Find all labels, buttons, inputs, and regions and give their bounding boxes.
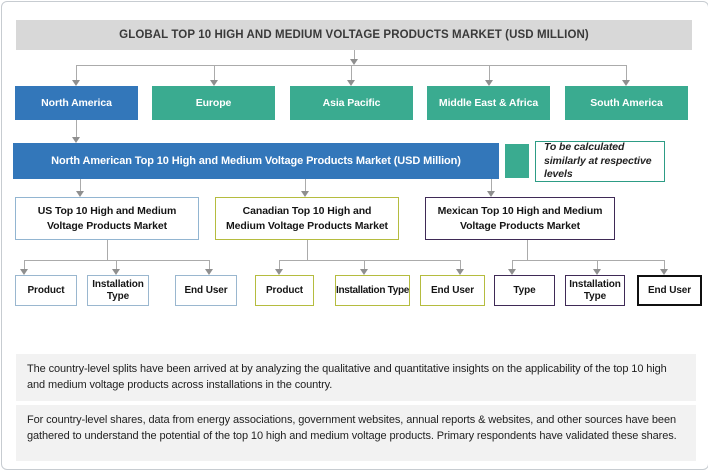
leaf-mexico-end-user: End User (637, 275, 702, 306)
arrow-down-icon (660, 269, 668, 275)
arrow-down-icon (485, 80, 493, 86)
connector-line (512, 260, 513, 269)
methodology-note-2: For country-level shares, data from ener… (16, 405, 696, 461)
connector-line (354, 50, 355, 62)
arrow-down-icon (112, 269, 120, 275)
leaf-canada-end-user: End User (420, 275, 485, 306)
connector-line (80, 179, 81, 191)
arrow-down-icon (487, 191, 495, 197)
legend-swatch (505, 144, 529, 178)
leaf-us-product: Product (15, 275, 77, 306)
connector-line (279, 260, 460, 261)
connector-line (214, 65, 215, 80)
north-america-market-bar: North American Top 10 High and Medium Vo… (13, 143, 499, 179)
connector-line (116, 260, 117, 269)
connector-line (527, 240, 528, 260)
region-middle-east-africa: Middle East & Africa (427, 86, 550, 120)
connector-line (664, 260, 665, 269)
arrow-down-icon (508, 269, 516, 275)
leaf-us-end-user: End User (175, 275, 237, 306)
arrow-down-icon (360, 269, 368, 275)
connector-line (512, 260, 664, 261)
leaf-canada-installation-type: Installation Type (335, 275, 410, 306)
connector-line (76, 120, 77, 137)
connector-line (351, 65, 352, 80)
arrow-down-icon (301, 191, 309, 197)
connector-line (364, 260, 365, 269)
connector-line (491, 179, 492, 191)
connector-line (279, 260, 280, 269)
arrow-down-icon (205, 269, 213, 275)
region-north-america: North America (15, 86, 138, 120)
arrow-down-icon (275, 269, 283, 275)
methodology-note-1: The country-level splits have been arriv… (16, 354, 696, 401)
arrow-down-icon (76, 191, 84, 197)
leaf-us-installation-type: Installation Type (87, 275, 149, 306)
arrow-down-icon (347, 80, 355, 86)
connector-line (597, 260, 598, 269)
connector-line (307, 240, 308, 260)
arrow-down-icon (593, 269, 601, 275)
arrow-down-icon (72, 137, 80, 143)
connector-line (460, 260, 461, 269)
legend-note: To be calculated similarly at respective… (535, 141, 665, 182)
connector-line (76, 65, 77, 80)
leaf-mexico-type: Type (494, 275, 555, 306)
connector-line (305, 179, 306, 191)
country-mexico-market: Mexican Top 10 High and Medium Voltage P… (425, 197, 615, 240)
page-title: GLOBAL TOP 10 HIGH AND MEDIUM VOLTAGE PR… (16, 20, 692, 50)
arrow-down-icon (210, 80, 218, 86)
leaf-mexico-installation-type: Installation Type (565, 275, 625, 306)
arrow-down-icon (20, 269, 28, 275)
country-canada-market: Canadian Top 10 High and Medium Voltage … (215, 197, 399, 240)
connector-line (209, 260, 210, 269)
connector-line (489, 65, 490, 80)
connector-line (24, 260, 25, 269)
arrow-down-icon (72, 80, 80, 86)
arrow-down-icon (622, 80, 630, 86)
region-europe: Europe (152, 86, 275, 120)
arrow-down-icon (456, 269, 464, 275)
region-asia-pacific: Asia Pacific (290, 86, 413, 120)
leaf-canada-product: Product (255, 275, 314, 306)
country-us-market: US Top 10 High and Medium Voltage Produc… (15, 197, 199, 240)
arrow-down-icon (350, 59, 358, 65)
connector-line (626, 65, 627, 80)
connector-line (107, 240, 108, 260)
region-south-america: South America (565, 86, 688, 120)
